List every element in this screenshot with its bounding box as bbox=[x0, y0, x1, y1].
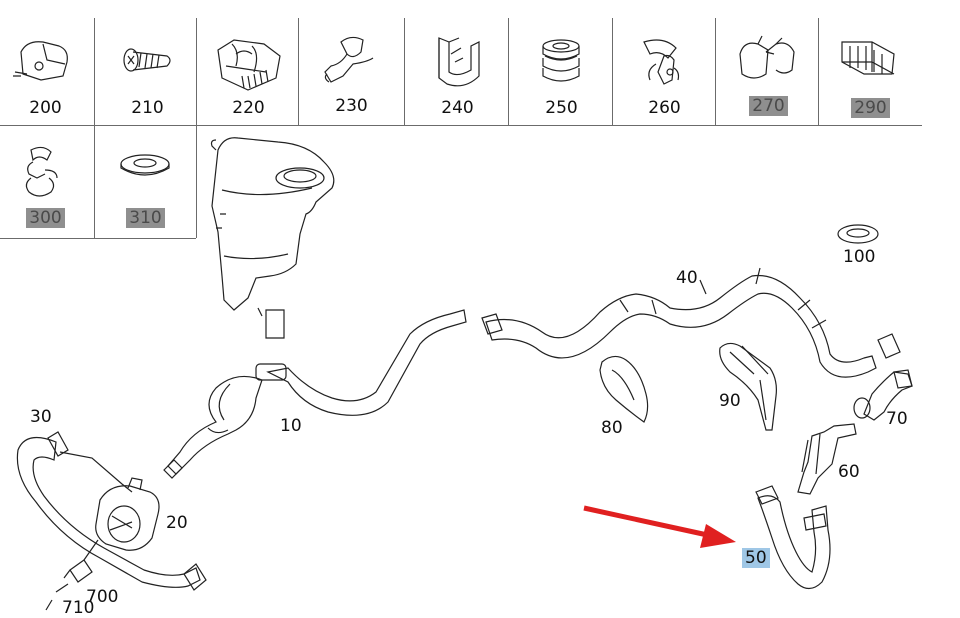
grid-line bbox=[508, 18, 509, 125]
catalog-item-250[interactable]: 250 bbox=[510, 20, 613, 125]
catalog-item-230[interactable]: 230 bbox=[300, 18, 403, 123]
catalog-code-highlighted: 310 bbox=[126, 208, 165, 228]
hose-30-part[interactable] bbox=[16, 431, 207, 591]
sensor-700-part[interactable] bbox=[45, 539, 99, 611]
mounting-bracket-icon bbox=[217, 39, 281, 91]
catalog-item-210[interactable]: 210 bbox=[96, 20, 199, 125]
catalog-code: 250 bbox=[545, 98, 578, 118]
catalog-item-310[interactable]: 310 bbox=[94, 130, 197, 235]
catalog-code: 240 bbox=[441, 98, 474, 118]
catalog-item-300[interactable]: 300 bbox=[0, 130, 97, 235]
retainer-icon bbox=[841, 41, 895, 75]
washer-icon bbox=[120, 154, 170, 176]
bracket-clip-icon bbox=[13, 41, 68, 81]
catalog-code: 210 bbox=[131, 98, 164, 118]
catalog-item-240[interactable]: 240 bbox=[406, 20, 509, 125]
catalog-item-290[interactable]: 290 bbox=[819, 20, 922, 125]
hose-10-part[interactable] bbox=[163, 309, 467, 479]
catalog-item-260[interactable]: 260 bbox=[613, 20, 716, 125]
ring-100-part[interactable] bbox=[837, 224, 879, 244]
clip-fastener-icon bbox=[643, 39, 680, 85]
bracket-90-part[interactable] bbox=[719, 342, 777, 431]
hose-50-part[interactable] bbox=[755, 485, 831, 590]
callout-100[interactable]: 100 bbox=[843, 247, 876, 267]
shield-80-part[interactable] bbox=[599, 355, 649, 423]
catalog-code-highlighted: 270 bbox=[749, 96, 788, 116]
grid-line bbox=[612, 18, 613, 125]
catalog-code-highlighted: 300 bbox=[26, 208, 65, 228]
pointer-arrow bbox=[583, 505, 736, 548]
callout-40[interactable]: 40 bbox=[676, 268, 698, 288]
grid-line bbox=[94, 18, 95, 238]
pipe-60-part[interactable] bbox=[797, 423, 857, 495]
grid-line bbox=[818, 18, 819, 125]
catalog-item-220[interactable]: 220 bbox=[197, 20, 300, 125]
hose-40-part[interactable] bbox=[481, 267, 901, 378]
callout-10[interactable]: 10 bbox=[280, 416, 302, 436]
stacked-clip-icon bbox=[25, 146, 58, 197]
grid-line bbox=[0, 238, 196, 239]
hose-clip-icon bbox=[324, 36, 374, 83]
callout-70[interactable]: 70 bbox=[886, 409, 908, 429]
catalog-code: 260 bbox=[648, 98, 681, 118]
callout-60[interactable]: 60 bbox=[838, 462, 860, 482]
catalog-code: 200 bbox=[29, 98, 62, 118]
grommet-icon bbox=[542, 39, 580, 82]
catalog-code-highlighted: 290 bbox=[851, 98, 890, 118]
grid-line bbox=[298, 18, 299, 125]
screw-icon bbox=[123, 48, 171, 72]
callout-710[interactable]: 710 bbox=[62, 598, 95, 618]
hose-70-part[interactable] bbox=[853, 369, 913, 421]
catalog-item-200[interactable]: 200 bbox=[0, 20, 97, 125]
grid-line bbox=[404, 18, 405, 125]
catalog-code: 230 bbox=[335, 96, 368, 116]
expansion-tank-part[interactable] bbox=[210, 137, 335, 339]
callout-90[interactable]: 90 bbox=[719, 391, 741, 411]
pump-20-part[interactable] bbox=[95, 477, 160, 551]
callout-80[interactable]: 80 bbox=[601, 418, 623, 438]
holder-icon bbox=[438, 37, 480, 87]
callout-50-selected[interactable]: 50 bbox=[742, 548, 770, 568]
callout-700[interactable]: 700 bbox=[86, 587, 119, 607]
grid-line bbox=[0, 125, 922, 126]
grid-line bbox=[196, 18, 197, 238]
double-clip-icon bbox=[739, 35, 795, 79]
callout-30[interactable]: 30 bbox=[30, 407, 52, 427]
callout-20[interactable]: 20 bbox=[166, 513, 188, 533]
grid-line bbox=[715, 18, 716, 125]
catalog-item-270[interactable]: 270 bbox=[717, 18, 820, 123]
catalog-code: 220 bbox=[232, 98, 265, 118]
